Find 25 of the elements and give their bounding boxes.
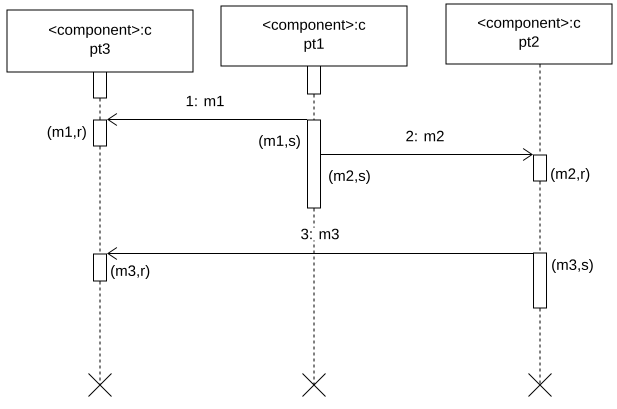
activation-bar [533, 154, 547, 182]
destruction-mark [88, 373, 112, 397]
message-label: (m3,r) [111, 265, 150, 279]
destruction-mark [302, 373, 326, 397]
activation-bar [93, 120, 107, 146]
activation-bar [307, 66, 321, 94]
message-label: (m3,s) [552, 259, 593, 273]
edge-label: 1: m1 [184, 94, 226, 108]
activation-bar [93, 254, 107, 282]
edge-label: 2: m2 [404, 130, 446, 142]
object-box: <component>:c pt3 [6, 10, 194, 72]
message-label: (m2,s) [329, 170, 370, 184]
destruction-mark [528, 373, 552, 397]
activation-bar [307, 120, 321, 208]
edge-label: 3: m3 [300, 228, 340, 240]
activation-bar [93, 72, 107, 98]
message-label: (m1,r) [48, 126, 86, 140]
activation-bar [533, 252, 547, 308]
object-box: <component>:c pt1 [220, 6, 408, 66]
object-box: <component>:c pt2 [446, 4, 613, 64]
message-label: (m2,r) [551, 168, 590, 182]
message-arrow [320, 148, 534, 161]
message-arrow [107, 113, 308, 126]
message-arrow [107, 247, 534, 260]
message-label: (m1,s) [259, 135, 300, 149]
